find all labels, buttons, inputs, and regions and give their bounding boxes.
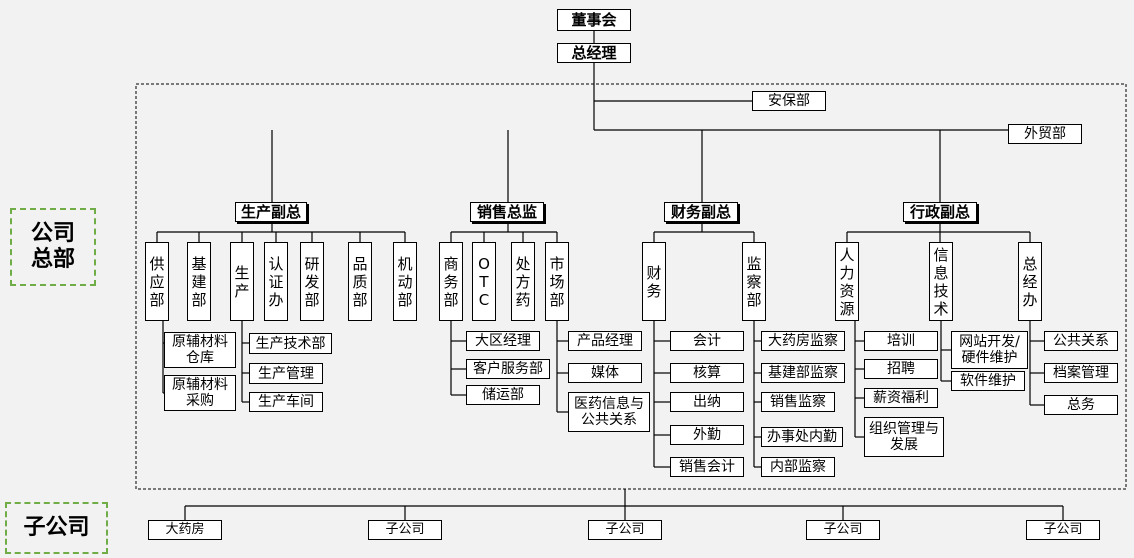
board-node: 董事会 <box>557 9 631 31</box>
hq-side-label: 公司 总部 <box>10 208 96 286</box>
audit-sub-infrastructure: 基建部监察 <box>761 363 845 383</box>
audit-sub-sales: 销售监察 <box>761 392 835 412</box>
audit-sub-pharmacy: 大药房监察 <box>761 331 845 351</box>
fin-sub-accounting: 会计 <box>670 331 744 351</box>
fin-sub-cashier: 出纳 <box>670 392 744 412</box>
dept-rnd: 研 发 部 <box>300 242 324 321</box>
dept-marketing: 市 场 部 <box>545 242 569 321</box>
office-sub-pr: 公共关系 <box>1044 331 1118 351</box>
subsidiary-node: 子公司 <box>368 520 442 540</box>
supply-sub-warehouse: 原辅材料 仓库 <box>164 332 236 368</box>
vp-sales-node: 销售总监 <box>470 202 544 222</box>
dept-it: 信 息 技 术 <box>929 242 953 321</box>
fin-sub-reconciliation: 核算 <box>670 363 744 383</box>
vp-finance-node: 财务副总 <box>664 202 738 222</box>
audit-sub-office: 办事处内勤 <box>761 427 843 447</box>
dept-production: 生 产 <box>230 242 254 321</box>
gm-node: 总经理 <box>557 43 631 63</box>
office-sub-archives: 档案管理 <box>1044 363 1118 383</box>
dept-prescription: 处 方 药 <box>511 242 535 321</box>
subsidiary-node: 子公司 <box>806 520 880 540</box>
vp-admin-node: 行政副总 <box>903 202 977 222</box>
biz-sub-regional: 大区经理 <box>466 331 540 351</box>
security-node: 安保部 <box>752 91 826 111</box>
market-sub-pr: 医药信息与 公共关系 <box>568 392 650 432</box>
biz-sub-customer-service: 客户服务部 <box>466 359 550 379</box>
dept-gm-office: 总 经 办 <box>1018 242 1042 321</box>
prod-sub-workshop: 生产车间 <box>249 392 323 412</box>
dept-infrastructure: 基 建 部 <box>187 242 211 321</box>
subsidiary-side-label: 子公司 <box>5 502 108 554</box>
fin-sub-field: 外勤 <box>670 425 744 445</box>
biz-sub-logistics: 储运部 <box>466 385 540 405</box>
prod-sub-tech: 生产技术部 <box>249 333 332 354</box>
dept-business: 商 务 部 <box>439 242 463 321</box>
hr-sub-org-dev: 组织管理与 发展 <box>864 417 944 457</box>
audit-sub-internal: 内部监察 <box>761 457 835 477</box>
foreign-trade-node: 外贸部 <box>1008 124 1082 144</box>
vp-production-node: 生产副总 <box>235 202 307 222</box>
dept-audit: 监 察 部 <box>742 242 766 321</box>
prod-sub-management: 生产管理 <box>249 363 323 384</box>
dept-quality: 品 质 部 <box>348 242 372 321</box>
dept-hr: 人 力 资 源 <box>835 242 859 321</box>
office-sub-general: 总务 <box>1044 395 1118 415</box>
hr-sub-training: 培训 <box>864 331 938 351</box>
subsidiary-pharmacy: 大药房 <box>148 520 222 540</box>
hr-sub-recruiting: 招聘 <box>864 359 938 379</box>
market-sub-media: 媒体 <box>568 363 642 383</box>
it-sub-web-hardware: 网站开发/ 硬件维护 <box>951 331 1028 369</box>
fin-sub-sales-accounting: 销售会计 <box>670 457 744 477</box>
subsidiary-node: 子公司 <box>1026 520 1100 540</box>
subsidiary-node: 子公司 <box>588 520 662 540</box>
dept-supply: 供 应 部 <box>145 242 169 321</box>
dept-otc: O T C <box>472 242 496 321</box>
it-sub-software: 软件维护 <box>951 371 1025 391</box>
dept-certification: 认 证 办 <box>264 242 288 321</box>
market-sub-product: 产品经理 <box>568 331 642 351</box>
dept-maintenance: 机 动 部 <box>393 242 417 321</box>
hr-sub-compensation: 薪资福利 <box>864 388 938 408</box>
dept-finance: 财 务 <box>642 242 666 321</box>
supply-sub-purchase: 原辅材料 采购 <box>164 375 236 411</box>
